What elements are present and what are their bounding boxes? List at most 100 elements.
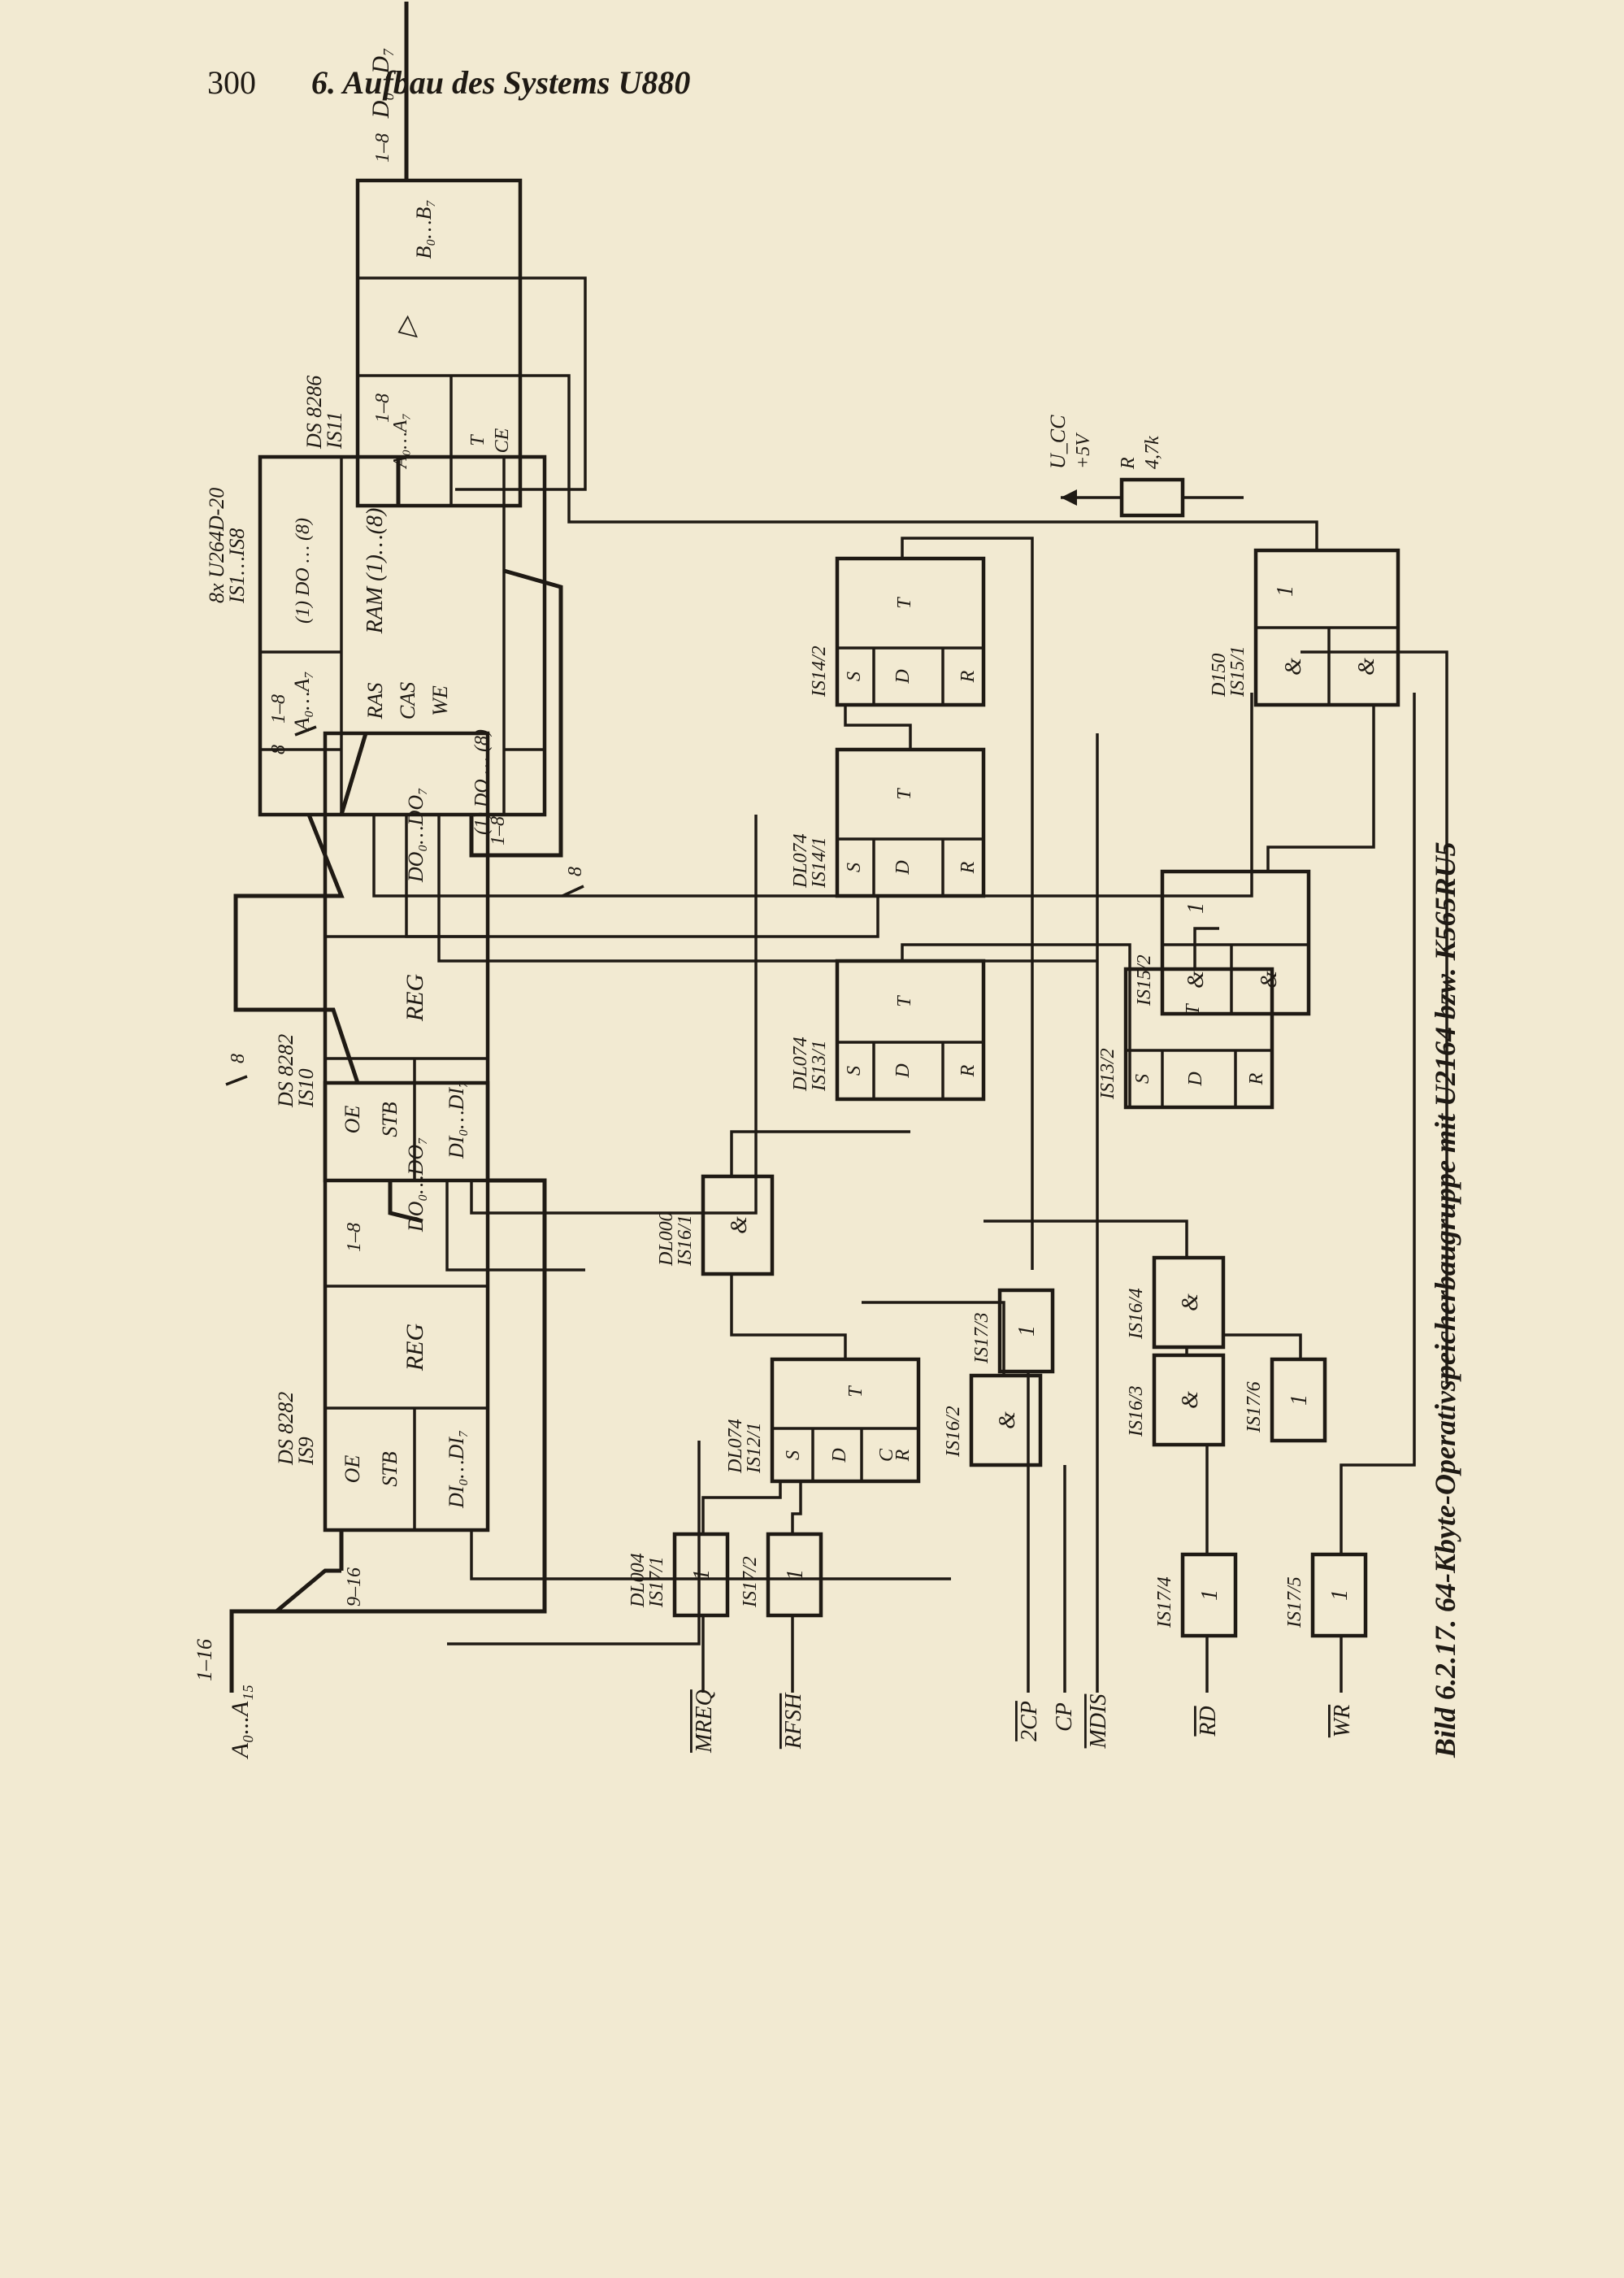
is13-1-d: D xyxy=(892,1063,914,1078)
inv-is17-3: 1 IS17/3 xyxy=(971,1288,1055,1374)
is15-2-ref: IS15/2 xyxy=(1134,954,1155,1006)
signal-labels: MREQ RFSH 2CP CP MDIS RD WR xyxy=(692,1689,1355,1754)
gate-is15-2: & & 1 IS15/2 xyxy=(1134,869,1311,1016)
ff-is14-2: S D R T IS14/2 xyxy=(809,556,986,707)
bus-width-c: 8 xyxy=(565,867,586,876)
signal-mreq: MREQ xyxy=(692,1689,717,1754)
chip-is10: OE STB DI₀…DI₇ REG DO₀…DO₇ IS10 DS 8282 xyxy=(274,731,490,1183)
is12-1-type: DL074 xyxy=(725,1419,746,1474)
is13-1-ref: IS13/1 xyxy=(809,1040,830,1092)
is12-1-r: R xyxy=(892,1449,914,1462)
signal-mdis: MDIS xyxy=(1086,1694,1111,1750)
output-range-label: 1–8 xyxy=(372,133,393,163)
is9-type: DS 8282 xyxy=(274,1392,297,1466)
is12-1-t: T xyxy=(845,1385,866,1398)
is17-4-ref: IS17/4 xyxy=(1154,1576,1175,1628)
is14-1-s: S xyxy=(844,863,865,872)
is17-4-inv: 1 xyxy=(1197,1589,1222,1601)
is17-1-type: DL004 xyxy=(627,1553,649,1608)
gate-is16-1: & IS16/1 DL000 xyxy=(656,1174,775,1276)
is16-1-and: & xyxy=(727,1216,752,1234)
is10-stb: STB xyxy=(378,1102,402,1137)
is14-2-t: T xyxy=(894,597,915,609)
chip-is9: OE STB DI₀…DI₇ REG DO₀…DO₇ IS9 DS 8282 xyxy=(274,1080,490,1532)
is15-1-ref: IS15/1 xyxy=(1227,646,1248,698)
chip-ram: A₀…A₇ RAS CAS WE (1) DO … (8) RAM (1)…(8… xyxy=(205,454,547,835)
ram-di: (1) DO … (8) xyxy=(471,729,493,835)
is12-1-ref: IS12/1 xyxy=(744,1422,765,1474)
is10-oe: OE xyxy=(341,1106,364,1134)
is13-1-r: R xyxy=(957,1064,979,1077)
is15-1-and-a: & xyxy=(1281,658,1306,676)
is11-ce: CE xyxy=(492,428,513,453)
is10-range-label: 1–8 xyxy=(344,1223,365,1252)
is17-6-ref: IS17/6 xyxy=(1244,1381,1265,1433)
schematic-content: OE STB DI₀…DI₇ REG DO₀…DO₇ IS9 DS 8282 O… xyxy=(193,2,1461,1759)
gate-is16-2: & IS16/2 xyxy=(943,1373,1043,1467)
control-wires xyxy=(372,276,1448,1693)
is17-2-ref: IS17/2 xyxy=(740,1556,761,1608)
is9-in: DI₀…DI₇ xyxy=(445,1430,468,1509)
is16-1-ref: IS16/1 xyxy=(675,1215,696,1267)
is10-ref: IS10 xyxy=(294,1068,318,1108)
is9-ref: IS9 xyxy=(294,1437,318,1466)
is10-reg: REG xyxy=(402,974,428,1023)
is14-1-d: D xyxy=(892,860,914,875)
pullup-resistor: U_CC +5V R 4,7k xyxy=(1046,415,1244,518)
is13-1-type: DL074 xyxy=(790,1037,811,1092)
signal-2cp: 2CP xyxy=(1017,1701,1042,1741)
is16-2-ref: IS16/2 xyxy=(943,1406,964,1458)
gate-is15-1: & & 1 IS15/1 D150 xyxy=(1209,548,1400,707)
bus-width-b: 8 xyxy=(268,745,289,754)
is12-1-d: D xyxy=(829,1448,850,1463)
ram-we: WE xyxy=(428,685,452,716)
is12-1-s: S xyxy=(783,1450,804,1460)
is14-1-r: R xyxy=(957,861,979,874)
input-range-label: 1–16 xyxy=(193,1639,216,1681)
is17-3-inv: 1 xyxy=(1014,1325,1040,1337)
is15-2-and-a: & xyxy=(1183,971,1209,989)
is14-2-d: D xyxy=(892,669,914,684)
is16-3-and: & xyxy=(1178,1391,1203,1409)
pullup-supply: U_CC xyxy=(1046,415,1070,469)
is13-2-ref: IS13/2 xyxy=(1097,1048,1118,1100)
ram-do: (1) DO … (8) xyxy=(293,518,314,624)
input-bus-label: A₀...A₁₅ xyxy=(227,1685,254,1759)
inv-is17-1: 1 IS17/1 DL004 xyxy=(627,1532,730,1618)
is17-6-inv: 1 xyxy=(1287,1394,1312,1406)
ff-is13-2: S D R T IS13/2 xyxy=(1097,967,1274,1110)
is14-1-ref: IS14/1 xyxy=(809,837,830,889)
is16-4-ref: IS16/4 xyxy=(1126,1288,1147,1340)
is14-2-s: S xyxy=(844,672,865,681)
is11-a: A₀…A₇ xyxy=(390,413,411,469)
is14-1-t: T xyxy=(894,788,915,800)
is11-ref: IS11 xyxy=(323,411,346,450)
signal-rfsh: RFSH xyxy=(781,1692,806,1750)
ram-label: RAM (1)…(8) xyxy=(363,508,388,635)
is12-1-c: C xyxy=(876,1448,897,1462)
gate-is16-4: & IS16/4 xyxy=(1126,1255,1226,1350)
ram-ref: IS1…IS8 xyxy=(225,528,249,604)
ff-is12-1: S D C R T IS12/1 DL074 xyxy=(725,1357,921,1484)
pullup-value: 4,7k xyxy=(1142,436,1163,469)
is14-2-r: R xyxy=(957,670,979,683)
ram-addr: A₀…A₇ xyxy=(290,672,314,733)
is10-in: DI₀…DI₇ xyxy=(445,1080,468,1159)
page-header: 300 6. Aufbau des Systems U880 xyxy=(207,63,690,102)
ram-ras: RAS xyxy=(363,683,387,720)
ram-do-range: 1–8 xyxy=(372,393,393,423)
is10-type: DS 8282 xyxy=(274,1034,297,1108)
is15-1-and-b: & xyxy=(1354,658,1379,676)
is11-t: T xyxy=(467,434,489,446)
is16-3-ref: IS16/3 xyxy=(1126,1385,1147,1437)
is16-1-type: DL000 xyxy=(656,1211,677,1267)
is11-type: DS 8286 xyxy=(302,376,326,450)
is13-1-s: S xyxy=(844,1066,865,1076)
is15-2-or: 1 xyxy=(1183,902,1209,914)
ram-di-range: 1–8 xyxy=(488,816,509,846)
is17-1-ref: IS17/1 xyxy=(646,1556,667,1608)
is9-range-label: 9–16 xyxy=(344,1567,365,1606)
output-bus-label: D₀...D₇ xyxy=(367,48,394,120)
page-number: 300 xyxy=(207,64,256,101)
